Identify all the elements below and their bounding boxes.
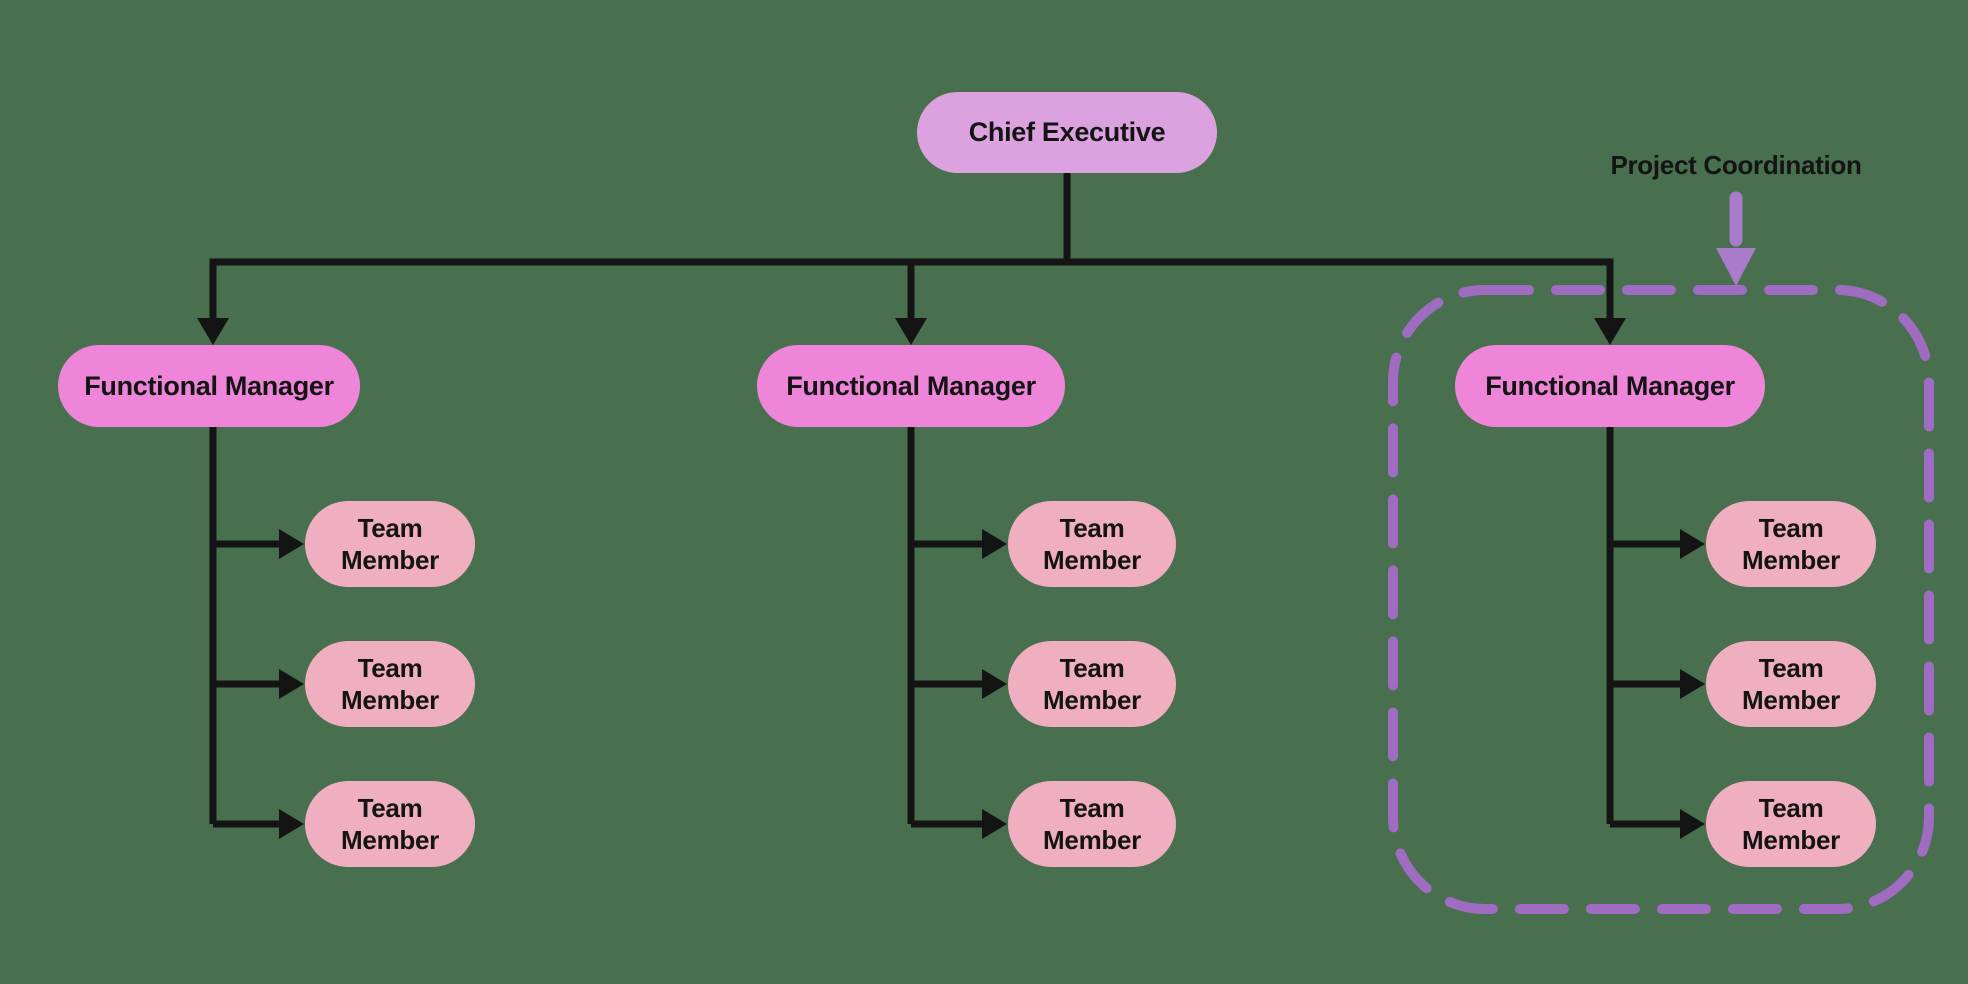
arrowhead-manager-1 (197, 318, 229, 345)
node-functional-manager-3: Functional Manager (1455, 345, 1765, 427)
node-team-member-2-2: Team Member (1008, 641, 1176, 727)
node-functional-manager-2: Functional Manager (757, 345, 1065, 427)
arrowhead-member-2-1 (982, 529, 1007, 559)
arrowhead-member-1-1 (279, 529, 304, 559)
coordination-arrow-icon (1716, 191, 1756, 286)
node-team-member-3-1: Team Member (1706, 501, 1876, 587)
node-team-member-1-2: Team Member (305, 641, 475, 727)
node-team-member-1-3: Team Member (305, 781, 475, 867)
node-team-member-1-1: Team Member (305, 501, 475, 587)
node-functional-manager-1: Functional Manager (58, 345, 360, 427)
node-team-member-2-1: Team Member (1008, 501, 1176, 587)
arrowhead-member-3-1 (1680, 529, 1705, 559)
project-coordination-label: Project Coordination (1610, 150, 1862, 180)
node-team-member-2-3: Team Member (1008, 781, 1176, 867)
arrowhead-member-3-3 (1680, 809, 1705, 839)
arrowhead-member-2-3 (982, 809, 1007, 839)
node-team-member-3-3: Team Member (1706, 781, 1876, 867)
arrowhead-manager-3 (1594, 318, 1626, 345)
coordination-boundary (1388, 285, 1934, 914)
arrowhead-manager-2 (895, 318, 927, 345)
node-chief-executive: Chief Executive (917, 92, 1217, 173)
node-team-member-3-2: Team Member (1706, 641, 1876, 727)
arrowhead-member-1-3 (279, 809, 304, 839)
arrowhead-member-2-2 (982, 669, 1007, 699)
arrowhead-member-1-2 (279, 669, 304, 699)
arrowhead-member-3-2 (1680, 669, 1705, 699)
